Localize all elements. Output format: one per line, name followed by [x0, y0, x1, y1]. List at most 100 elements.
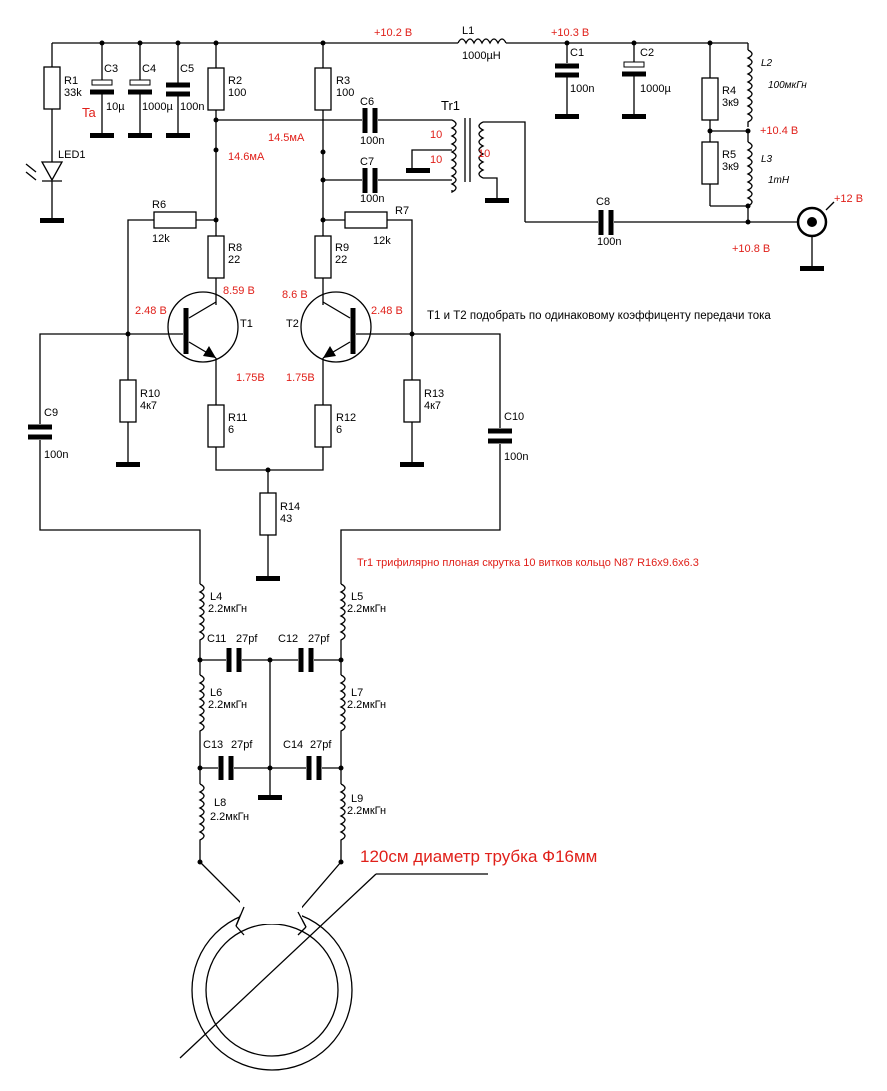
- r14-value: 43: [280, 513, 292, 525]
- bias-network: [701, 43, 753, 225]
- c13-ref: C13: [203, 739, 223, 751]
- c2-ref: C2: [640, 47, 654, 59]
- c10-ref: C10: [504, 411, 524, 423]
- r2-ref: R2: [228, 75, 242, 87]
- c5-ref: C5: [180, 63, 194, 75]
- transformer-tr1: [406, 118, 526, 222]
- filter-caps: [555, 43, 646, 119]
- r5-value: 3к9: [722, 161, 739, 173]
- l1-ref: L1: [462, 25, 474, 37]
- l8-value: 2.2мкГн: [210, 811, 249, 823]
- r10-value: 4к7: [140, 400, 157, 412]
- r7-value: 12k: [373, 235, 391, 247]
- r12-ref: R12: [336, 412, 356, 424]
- t2-ref: T2: [286, 318, 299, 330]
- c13-value: 27pf: [231, 739, 253, 751]
- r4-ref: R4: [722, 85, 736, 97]
- transistor-t2: [300, 291, 412, 405]
- r12-value: 6: [336, 424, 342, 436]
- t1-ref: T1: [240, 318, 253, 330]
- r13-ref: R13: [424, 388, 444, 400]
- decoupling-caps: [90, 43, 190, 138]
- c1-value: 100n: [570, 83, 594, 95]
- voltage-1-75-right: 1.75B: [286, 372, 315, 384]
- l6-value: 2.2мкГн: [208, 699, 247, 711]
- voltage-10-2: +10.2 B: [374, 27, 412, 39]
- c4-ref: C4: [142, 63, 156, 75]
- output-section: [525, 201, 835, 271]
- current-14-6: 14.6мА: [228, 151, 265, 163]
- c9-ref: C9: [44, 407, 58, 419]
- r9-resistor: [314, 235, 332, 279]
- r6-resistor: [153, 211, 197, 229]
- current-14-5: 14.5мА: [268, 132, 305, 144]
- l5-ref: L5: [351, 591, 363, 603]
- r12-resistor: [314, 404, 332, 448]
- c9-value: 100n: [44, 449, 68, 461]
- voltage-2-48-left: 2.48 B: [135, 305, 167, 317]
- r4-value: 3к9: [722, 97, 739, 109]
- tr1-ref: Tr1: [441, 98, 460, 113]
- ladder-filter: [197, 583, 346, 865]
- c4-value: 1000µ: [142, 101, 173, 113]
- l2-value: 100мкГн: [768, 80, 807, 91]
- r1-value: 33k: [64, 87, 82, 99]
- voltage-8-59: 8.59 B: [223, 285, 255, 297]
- l7-value: 2.2мкГн: [347, 699, 386, 711]
- c3-ref: C3: [104, 63, 118, 75]
- c12-ref: C12: [278, 633, 298, 645]
- l3-value: 1mH: [768, 175, 790, 186]
- r14-ref: R14: [280, 501, 300, 513]
- r6-value: 12k: [152, 233, 170, 245]
- c14-value: 27pf: [310, 739, 332, 751]
- c6-ref: C6: [360, 96, 374, 108]
- l1-value: 1000µH: [462, 50, 501, 62]
- coupling-to-transformer: [216, 108, 452, 193]
- l9-value: 2.2мкГн: [347, 805, 386, 817]
- r8-ref: R8: [228, 242, 242, 254]
- emitter-network: [207, 404, 332, 581]
- r7-ref: R7: [395, 205, 409, 217]
- l5-value: 2.2мкГн: [347, 603, 386, 615]
- r8-resistor: [207, 235, 225, 279]
- led1-ref: LED1: [58, 149, 86, 161]
- c7-value: 100n: [360, 193, 384, 205]
- r13-value: 4к7: [424, 400, 441, 412]
- r2-value: 100: [228, 87, 246, 99]
- r3-value: 100: [336, 87, 354, 99]
- feedback-resistors: [127, 211, 413, 334]
- r8-value: 22: [228, 254, 240, 266]
- r4-resistor: [701, 77, 719, 121]
- voltage-8-6: 8.6 B: [282, 289, 308, 301]
- r5-ref: R5: [722, 149, 736, 161]
- tr1-winding-2: 10: [430, 154, 442, 166]
- r6-ref: R6: [152, 199, 166, 211]
- voltage-2-48-right: 2.48 B: [371, 305, 403, 317]
- base-bias: [28, 331, 512, 584]
- c2-value: 1000µ: [640, 83, 671, 95]
- r1-led-branch: [25, 43, 64, 223]
- l4-value: 2.2мкГн: [208, 603, 247, 615]
- transformer-note: Tr1 трифилярно плоная скрутка 10 витков …: [357, 557, 699, 569]
- r1-ref: R1: [64, 75, 78, 87]
- c8-ref: C8: [596, 196, 610, 208]
- r5-resistor: [701, 141, 719, 185]
- l3-ref: L3: [761, 154, 773, 165]
- r10-resistor: [119, 379, 137, 423]
- c11-ref: C11: [207, 633, 226, 645]
- c8-value: 100n: [597, 236, 621, 248]
- c1-ref: C1: [570, 47, 584, 59]
- r9-ref: R9: [335, 242, 349, 254]
- tr1-winding-1: 10: [430, 129, 442, 141]
- led1-diode: [40, 161, 64, 182]
- transistor-t1: [128, 291, 239, 405]
- top-rail: [52, 38, 748, 46]
- r3-ref: R3: [336, 75, 350, 87]
- l4-ref: L4: [210, 591, 222, 603]
- r9-value: 22: [335, 254, 347, 266]
- l8-ref: L8: [214, 797, 226, 809]
- collector-resistors: [207, 235, 332, 305]
- c6-value: 100n: [360, 135, 384, 147]
- voltage-10-4: +10.4 B: [760, 125, 798, 137]
